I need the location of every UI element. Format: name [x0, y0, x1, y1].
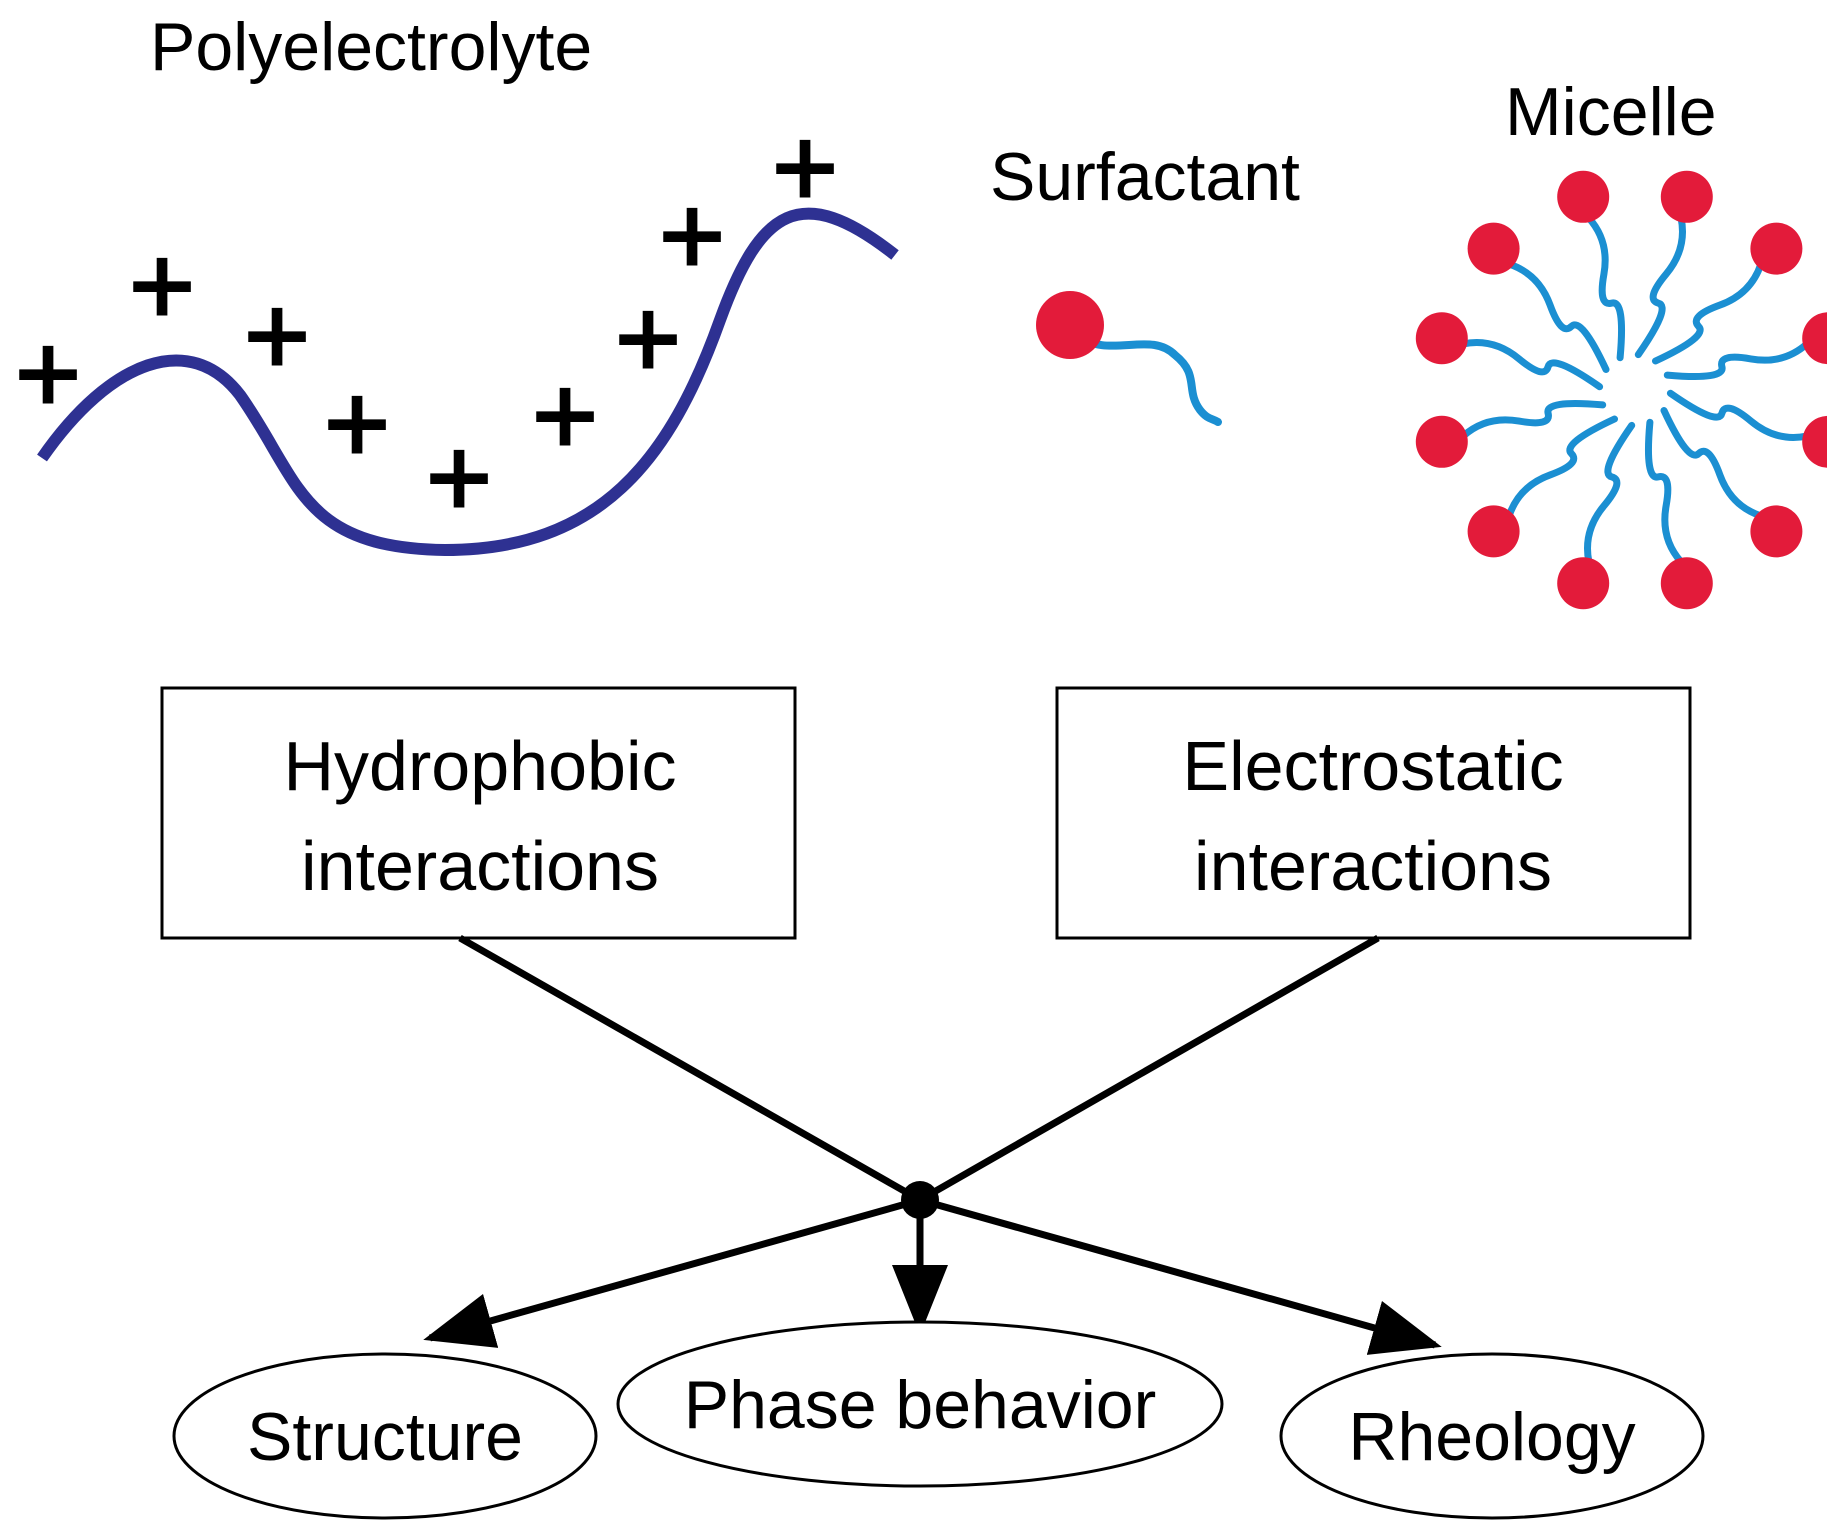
- electrostatic-line2: interactions: [1194, 827, 1552, 905]
- positive-charge: +: [238, 280, 315, 387]
- surfactant-molecule: [1036, 291, 1222, 426]
- micelle-surfactant-tail: [1652, 260, 1765, 365]
- polyelectrolyte-chain: [37, 207, 899, 557]
- electrostatic-line1: Electrostatic: [1182, 727, 1563, 805]
- hydrophobic-connector: [458, 934, 922, 1204]
- micelle-surfactant-head: [1750, 505, 1803, 558]
- positive-charges: +++++++++: [9, 112, 843, 529]
- positive-charge: +: [318, 368, 395, 475]
- micelle-surfactant-tail: [1459, 400, 1607, 440]
- micelle-surfactant-head: [1750, 222, 1803, 275]
- micelle-surfactant-head: [1802, 415, 1827, 468]
- positive-charge: +: [420, 422, 497, 529]
- micelle: [1415, 170, 1827, 610]
- structure-ellipse: Structure: [172, 1352, 598, 1520]
- surfactant-tail: [1071, 331, 1222, 426]
- micelle-surfactant-tail: [1459, 339, 1604, 391]
- positive-charge: +: [609, 283, 686, 390]
- micelle-surfactant-tail: [1584, 421, 1636, 566]
- hydrophobic-line1: Hydrophobic: [284, 727, 677, 805]
- positive-charge: +: [653, 180, 730, 287]
- micelle-surfactant-tail: [1505, 260, 1610, 373]
- hydrophobic-line2: interactions: [301, 827, 659, 905]
- electrostatic-interactions-box: Electrostatic interactions: [1055, 686, 1692, 940]
- micelle-label: Micelle: [1505, 74, 1717, 150]
- structure-label: Structure: [247, 1399, 523, 1475]
- positive-charge: +: [766, 112, 843, 219]
- arrow-to-rheology: [919, 1196, 1442, 1355]
- micelle-surfactant-head: [1467, 505, 1520, 558]
- polyelectrolyte-label: Polyelectrolyte: [150, 9, 592, 85]
- micelle-surfactant-head: [1467, 222, 1520, 275]
- micelle-surfactant-head: [1415, 312, 1468, 365]
- micelle-surfactant-tail: [1585, 214, 1625, 362]
- surfactant-head: [1036, 291, 1104, 359]
- positive-charge: +: [526, 360, 603, 467]
- micelle-surfactant-tail: [1645, 418, 1685, 566]
- micelle-surfactant-tail: [1634, 214, 1686, 359]
- micelle-surfactant-tail: [1663, 340, 1811, 380]
- surfactant-label: Surfactant: [990, 139, 1300, 215]
- rheology-label: Rheology: [1348, 1399, 1635, 1475]
- micelle-surfactant-head: [1660, 170, 1713, 223]
- positive-charge: +: [123, 230, 200, 337]
- arrow-to-structure: [423, 1196, 921, 1348]
- electrostatic-connector: [918, 934, 1380, 1204]
- micelle-surfactant-tail: [1666, 389, 1811, 441]
- rheology-ellipse: Rheology: [1279, 1352, 1705, 1520]
- micelle-surfactant-head: [1557, 557, 1610, 610]
- micelle-surfactant-head: [1415, 415, 1468, 468]
- phase-behavior-ellipse: Phase behavior: [616, 1320, 1224, 1488]
- positive-charge: +: [9, 318, 86, 425]
- phase-behavior-label: Phase behavior: [684, 1367, 1157, 1443]
- micelle-surfactant-head: [1802, 312, 1827, 365]
- micelle-surfactant-tail: [1660, 407, 1765, 520]
- micelle-surfactant-head: [1660, 557, 1713, 610]
- micelle-surfactant-head: [1557, 170, 1610, 223]
- micelle-surfactant-tail: [1505, 415, 1618, 520]
- hydrophobic-interactions-box: Hydrophobic interactions: [160, 686, 797, 940]
